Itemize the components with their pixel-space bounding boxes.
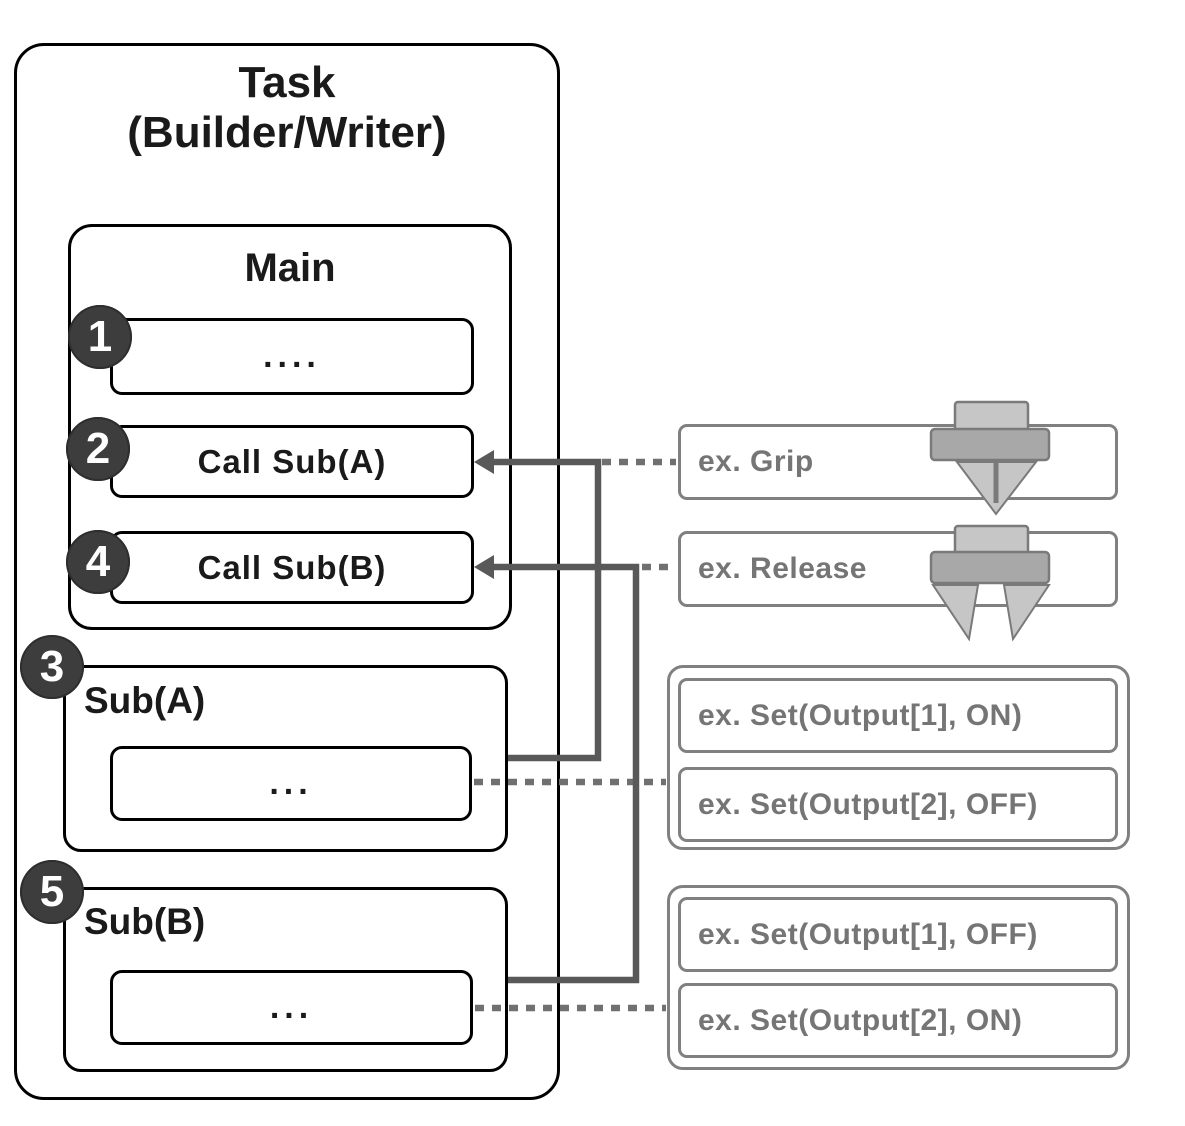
sub-a-example-box-1: ex. Set(Output[1], ON)	[678, 678, 1118, 753]
main-step-box-1: ....	[110, 318, 474, 395]
main-step-box-2: Call Sub(A)	[110, 425, 474, 498]
step-badge-3: 3	[20, 635, 84, 699]
grip-annotation-box: ex. Grip	[678, 424, 1118, 500]
step-badge-2: 2	[66, 417, 130, 481]
sub-b-body-box: ...	[110, 970, 473, 1045]
main-title: Main	[244, 246, 336, 290]
task-title: Task (Builder/Writer)	[14, 58, 560, 158]
sub-b-example-box-2: ex. Set(Output[2], ON)	[678, 983, 1118, 1058]
sub-a-body-box: ...	[110, 746, 472, 821]
task-title-line1: Task	[238, 58, 336, 107]
step-badge-5: 5	[20, 860, 84, 924]
release-annotation-box: ex. Release	[678, 531, 1118, 607]
sub-a-title: Sub(A)	[84, 680, 206, 721]
step-badge-1: 1	[68, 305, 132, 369]
sub-a-example-box-2: ex. Set(Output[2], OFF)	[678, 767, 1118, 842]
sub-b-example-box-1: ex. Set(Output[1], OFF)	[678, 897, 1118, 972]
main-step-box-3: Call Sub(B)	[110, 531, 474, 604]
sub-b-title: Sub(B)	[84, 901, 206, 942]
step-badge-4: 4	[66, 530, 130, 594]
task-title-line2: (Builder/Writer)	[127, 108, 447, 157]
